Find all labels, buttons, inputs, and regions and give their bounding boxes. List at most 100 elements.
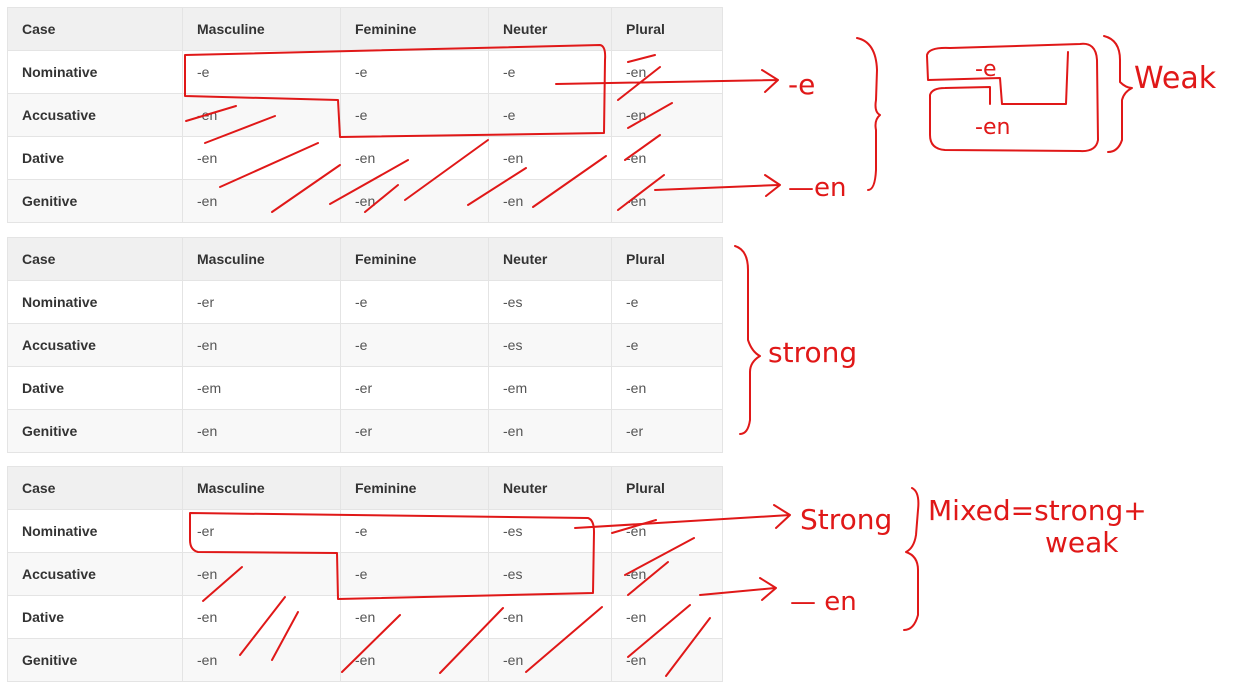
table-cell: -en: [611, 595, 723, 639]
table-cell: -en: [611, 552, 723, 596]
case-label: Dative: [7, 366, 183, 410]
table-cell: -en: [488, 638, 612, 682]
table-cell: -en: [182, 93, 341, 137]
table-cell: -en: [611, 50, 723, 94]
brace-mixed: [903, 487, 920, 631]
table-cell: -en: [182, 323, 341, 367]
weak-shape-outer: [926, 42, 1099, 153]
label-strong: strong: [768, 336, 857, 369]
table-row: Accusative -en -e -es -en: [7, 552, 723, 596]
note-en: —en: [788, 173, 846, 203]
table-header-row: Case Masculine Feminine Neuter Plural: [7, 466, 723, 510]
table-cell: -er: [340, 366, 489, 410]
table-row: Dative -em -er -em -en: [7, 366, 723, 410]
table-cell: -es: [488, 509, 612, 553]
label-mixed-weak: weak: [1045, 526, 1119, 559]
table-cell: -en: [488, 595, 612, 639]
table-cell: -en: [182, 179, 341, 223]
header-feminine: Feminine: [340, 237, 489, 281]
weak-shape-en: -en: [975, 115, 1010, 140]
table-cell: -er: [340, 409, 489, 453]
header-feminine: Feminine: [340, 466, 489, 510]
table-row: Nominative -er -e -es -e: [7, 280, 723, 324]
table-cell: -en: [611, 93, 723, 137]
table-cell: -en: [611, 366, 723, 410]
note-e: -e: [788, 68, 815, 101]
weak-shape-inner: [926, 51, 1069, 105]
table-cell: -en: [182, 409, 341, 453]
table-cell: -e: [340, 323, 489, 367]
brace-weak: [1103, 35, 1133, 153]
header-neuter: Neuter: [488, 466, 612, 510]
table-cell: -en: [182, 595, 341, 639]
table-cell: -en: [611, 638, 723, 682]
header-masculine: Masculine: [182, 7, 341, 51]
table-cell: -en: [340, 136, 489, 180]
mixed-declension-table: Case Masculine Feminine Neuter Plural No…: [7, 466, 723, 682]
header-case: Case: [7, 466, 183, 510]
case-label: Dative: [7, 136, 183, 180]
table-cell: -en: [182, 552, 341, 596]
table-row: Accusative -en -e -es -e: [7, 323, 723, 367]
table-cell: -e: [340, 93, 489, 137]
table-cell: -e: [611, 323, 723, 367]
table-row: Nominative -er -e -es -en: [7, 509, 723, 553]
case-label: Dative: [7, 595, 183, 639]
table-cell: -en: [611, 179, 723, 223]
case-label: Nominative: [7, 509, 183, 553]
header-plural: Plural: [611, 7, 723, 51]
table-cell: -er: [182, 280, 341, 324]
header-case: Case: [7, 7, 183, 51]
table-cell: -e: [488, 50, 612, 94]
header-case: Case: [7, 237, 183, 281]
weak-declension-table: Case Masculine Feminine Neuter Plural No…: [7, 7, 723, 223]
brace-weak-table: [856, 37, 881, 191]
table-cell: -e: [340, 509, 489, 553]
header-plural: Plural: [611, 237, 723, 281]
case-label: Genitive: [7, 638, 183, 682]
case-label: Accusative: [7, 552, 183, 596]
table-cell: -es: [488, 552, 612, 596]
table-cell: -es: [488, 280, 612, 324]
table-cell: -en: [182, 136, 341, 180]
table-cell: -en: [488, 409, 612, 453]
case-label: Nominative: [7, 280, 183, 324]
case-label: Genitive: [7, 409, 183, 453]
header-neuter: Neuter: [488, 7, 612, 51]
table-row: Genitive -en -en -en -en: [7, 638, 723, 682]
table-cell: -en: [340, 638, 489, 682]
table-row: Accusative -en -e -e -en: [7, 93, 723, 137]
header-plural: Plural: [611, 466, 723, 510]
table-cell: -en: [488, 179, 612, 223]
header-neuter: Neuter: [488, 237, 612, 281]
table-row: Dative -en -en -en -en: [7, 595, 723, 639]
weak-shape-e: -e: [975, 57, 996, 82]
strong-declension-table: Case Masculine Feminine Neuter Plural No…: [7, 237, 723, 453]
table-cell: -em: [488, 366, 612, 410]
table-cell: -e: [611, 280, 723, 324]
header-feminine: Feminine: [340, 7, 489, 51]
table-cell: -en: [488, 136, 612, 180]
table-cell: -en: [340, 179, 489, 223]
table-row: Genitive -en -er -en -er: [7, 409, 723, 453]
table-header-row: Case Masculine Feminine Neuter Plural: [7, 7, 723, 51]
note-en-mixed: — en: [790, 587, 857, 617]
case-label: Genitive: [7, 179, 183, 223]
note-strong: Strong: [800, 503, 892, 536]
brace-strong: [734, 245, 761, 435]
table-cell: -e: [340, 50, 489, 94]
table-row: Nominative -e -e -e -en: [7, 50, 723, 94]
table-row: Genitive -en -en -en -en: [7, 179, 723, 223]
table-cell: -en: [611, 136, 723, 180]
label-mixed: Mixed=strong+: [928, 494, 1147, 527]
case-label: Accusative: [7, 323, 183, 367]
header-masculine: Masculine: [182, 237, 341, 281]
table-cell: -es: [488, 323, 612, 367]
table-row: Dative -en -en -en -en: [7, 136, 723, 180]
case-label: Nominative: [7, 50, 183, 94]
table-cell: -er: [182, 509, 341, 553]
table-cell: -e: [182, 50, 341, 94]
case-label: Accusative: [7, 93, 183, 137]
table-cell: -e: [340, 280, 489, 324]
table-cell: -em: [182, 366, 341, 410]
